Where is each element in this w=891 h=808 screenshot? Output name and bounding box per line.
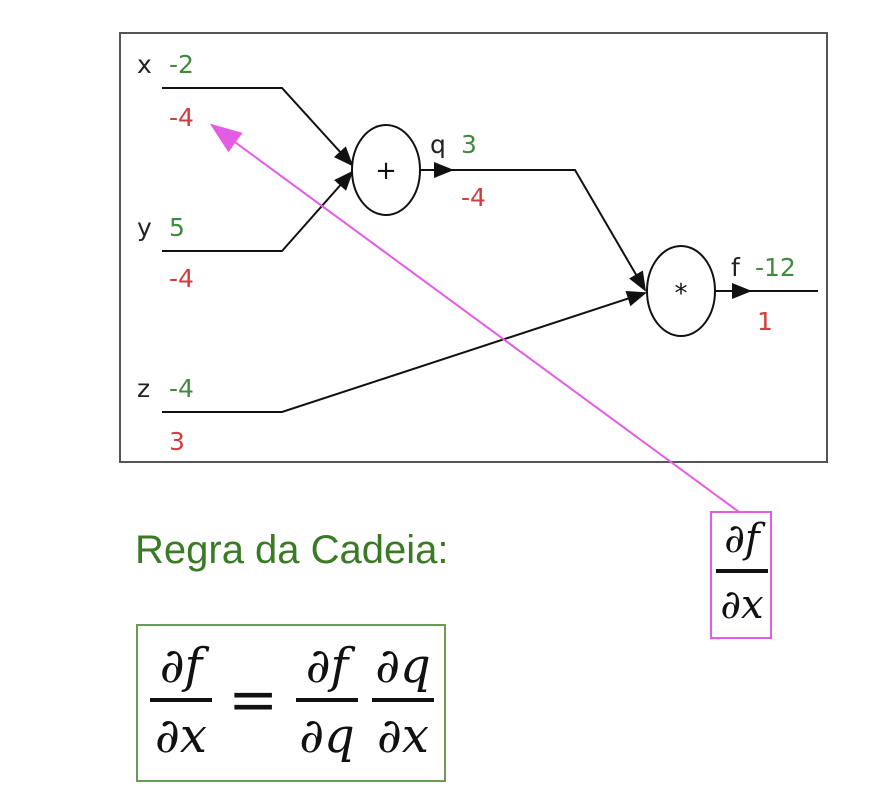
f-gradient-value: 1 bbox=[757, 307, 773, 336]
f-forward-value: -12 bbox=[755, 253, 796, 282]
q-forward-value: 3 bbox=[461, 130, 477, 159]
z-forward-value: -4 bbox=[169, 374, 194, 403]
rhs2-fraction-bar bbox=[372, 698, 434, 702]
y-label: y bbox=[137, 213, 152, 242]
rhs1-numerator: ∂f bbox=[305, 638, 349, 694]
f-label: f bbox=[731, 253, 741, 282]
denominator-dx: ∂x bbox=[720, 582, 764, 628]
add-operator: + bbox=[375, 156, 397, 186]
lhs-numerator: ∂f bbox=[159, 638, 203, 694]
mul-operator: * bbox=[675, 279, 688, 309]
add-node bbox=[351, 124, 421, 216]
x-gradient-value: -4 bbox=[169, 103, 194, 132]
x-label: x bbox=[137, 50, 152, 79]
graph-frame bbox=[119, 32, 828, 463]
fraction-bar bbox=[716, 569, 768, 573]
edge-x-to-add bbox=[162, 87, 354, 167]
annotation-arrow bbox=[209, 123, 740, 513]
x-forward-value: -2 bbox=[169, 50, 194, 79]
rhs-dq-dx: ∂q ∂x bbox=[372, 642, 434, 760]
chain-rule-equation-box: ∂f ∂x = ∂f ∂q ∂q ∂x bbox=[136, 624, 446, 782]
edge-y-to-add bbox=[162, 170, 354, 252]
rhs-df-dq: ∂f ∂q bbox=[296, 642, 358, 760]
lhs-fraction-bar bbox=[150, 698, 212, 702]
df-dx-annotation-box: ∂f ∂x bbox=[710, 511, 772, 639]
q-gradient-value: -4 bbox=[461, 183, 486, 212]
rhs2-numerator: ∂q bbox=[375, 638, 431, 694]
y-forward-value: 5 bbox=[169, 213, 185, 242]
equals-sign: = bbox=[228, 665, 279, 735]
q-label: q bbox=[430, 130, 446, 159]
y-gradient-value: -4 bbox=[169, 264, 194, 293]
rhs2-denominator: ∂x bbox=[377, 708, 429, 764]
lhs-denominator: ∂x bbox=[155, 708, 207, 764]
df-dx-fraction: ∂f ∂x bbox=[716, 519, 768, 625]
rhs1-fraction-bar bbox=[296, 698, 358, 702]
lhs-df-dx: ∂f ∂x bbox=[150, 642, 212, 760]
z-label: z bbox=[137, 374, 150, 403]
chain-rule-heading: Regra da Cadeia: bbox=[135, 528, 449, 572]
numerator-df: ∂f bbox=[724, 516, 760, 562]
z-gradient-value: 3 bbox=[169, 427, 185, 456]
rhs1-denominator: ∂q bbox=[299, 708, 355, 764]
mul-node bbox=[646, 245, 716, 337]
edge-z-to-mul bbox=[162, 291, 647, 413]
edge-q-to-mul bbox=[452, 169, 647, 292]
